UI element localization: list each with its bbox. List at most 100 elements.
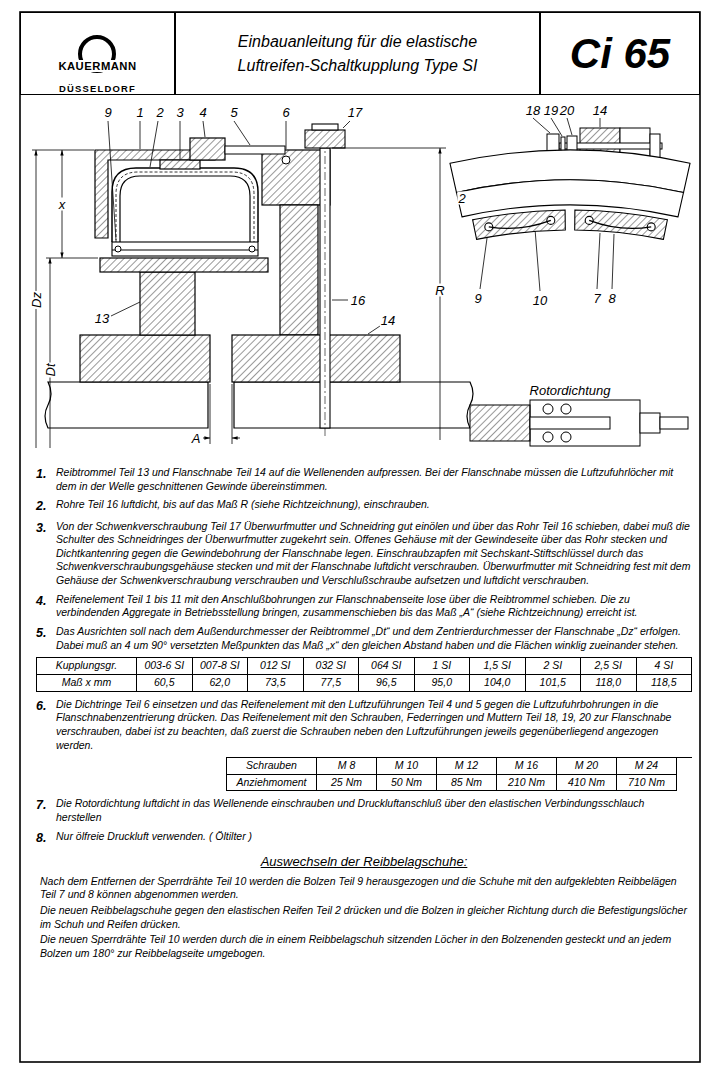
callout-number: 6: [281, 106, 290, 119]
table-cell: 4 SI: [637, 658, 693, 675]
table-cell: 104,0: [470, 675, 526, 692]
instruction-step: 8.Nur ölfreie Druckluft verwenden. ( Ölt…: [36, 830, 692, 846]
rotor-seal-detail: [660, 417, 688, 429]
step-number: 3.: [36, 520, 56, 588]
instruction-step: 4.Reifenelement Teil 1 bis 11 mit den An…: [36, 593, 692, 620]
callout-number: 10: [532, 294, 548, 307]
tire-segment-view: [450, 150, 690, 239]
table-cell: 2,5 SI: [581, 658, 637, 675]
company-name: KAUERMANN: [51, 60, 144, 72]
paragraph: Die neuen Reibbelagschuhe gegen den elas…: [40, 904, 692, 931]
shoe-bolt: [249, 246, 255, 252]
table-cell: 96,5: [359, 675, 415, 692]
air-tire: [116, 172, 254, 242]
callout-number: 19: [543, 104, 559, 117]
table-cell: 007-8 SI: [193, 658, 249, 675]
leader-line: [551, 118, 562, 136]
air-tube: [320, 140, 330, 436]
paragraph: Nach dem Entfernen der Sperrdrähte Teil …: [40, 875, 692, 902]
table-cell: 118,0: [581, 675, 637, 692]
table-cell: 003-6 SI: [137, 658, 193, 675]
friction-drum: [100, 258, 268, 272]
detail-title: Rotordichtung: [529, 384, 612, 397]
dimension-label: Dt: [44, 363, 57, 378]
callout-number: 18: [525, 104, 541, 117]
tire-segment-view: [489, 220, 551, 228]
table-cell: 101,5: [526, 675, 582, 692]
rotor-seal-detail: [561, 404, 571, 414]
tire-segment-view: [473, 210, 566, 239]
leader-line: [533, 118, 550, 133]
table-cell: M 16: [497, 758, 557, 775]
air-tire: [112, 168, 258, 242]
air-tube: [325, 140, 326, 436]
table-cell: 62,0: [193, 675, 249, 692]
section-heading: Auswechseln der Reibbelagschuhe:: [36, 854, 692, 871]
leader-line: [108, 121, 116, 240]
callout-number: 8: [607, 292, 616, 305]
friction-shoe: [112, 242, 258, 256]
shoe-bolt: [115, 246, 255, 252]
dimension-line: [232, 438, 240, 439]
company-city: DÜSSELDORF: [21, 83, 174, 94]
callout-number: 9: [103, 106, 112, 119]
callout-number: 20: [559, 104, 575, 117]
air-feed: [282, 156, 290, 164]
instruction-step: 2.Rohre Teil 16 luftdicht, bis auf das M…: [36, 498, 692, 514]
instruction-text: Rohre Teil 16 luftdicht, bis auf das Maß…: [56, 498, 692, 514]
callout-number: 2: [457, 192, 466, 205]
dimension-line: [232, 384, 233, 444]
swivel-fitting: [312, 124, 338, 130]
table-cell: Kupplungsgr.: [37, 658, 137, 675]
rotor-seal-detail: [640, 413, 660, 433]
sheet-title: Einbauanleitung für die elastische Luftr…: [208, 30, 508, 76]
flange-hub: [280, 205, 318, 335]
table-cell: 710 Nm: [617, 775, 677, 792]
leader-line: [480, 231, 488, 289]
table-cell: 012 SI: [248, 658, 304, 675]
friction-drum: [140, 272, 195, 335]
shoe-bolt: [115, 246, 121, 252]
leader-line: [567, 118, 572, 135]
swivel-fitting: [305, 130, 345, 148]
rotor-seal-detail: [543, 404, 553, 414]
instruction-step: 7.Die Rotordichtung luftdicht in das Wel…: [36, 797, 692, 824]
rotor-seal-detail: [543, 432, 553, 442]
leader-line: [597, 233, 600, 289]
rotor-seal-detail: [530, 417, 610, 429]
dimension-label: A: [191, 432, 202, 445]
air-tire: [120, 176, 250, 242]
dimension-line: [32, 150, 94, 151]
instruction-step: 3.Von der Schwenkverschraubung Teil 17 Ü…: [36, 520, 692, 588]
friction-shoe: [112, 242, 258, 256]
callout-number: 7: [592, 292, 601, 305]
leader-line: [203, 121, 205, 137]
table-cell: 25 Nm: [317, 775, 377, 792]
table-cell: M 20: [557, 758, 617, 775]
instruction-text: Die Rotordichtung luftdicht in das Welle…: [56, 797, 692, 824]
logo-box: KAUERMANN DÜSSELDORF: [20, 12, 175, 95]
dimension-line: [46, 258, 98, 259]
rotor-seal-detail: [530, 400, 640, 446]
table-cell: 2 SI: [526, 658, 582, 675]
flange-hub: [232, 150, 400, 382]
tire-housing: [190, 138, 225, 160]
table-cell: 032 SI: [304, 658, 360, 675]
table-cell: 85 Nm: [437, 775, 497, 792]
callout-number: 2: [155, 106, 164, 119]
leader-line: [286, 121, 287, 149]
step-number: 7.: [36, 797, 56, 824]
step-number: 6.: [36, 698, 56, 753]
sheet-number: Ci 65: [570, 30, 670, 78]
flange-hub: [232, 335, 400, 382]
instruction-text: Von der Schwenkverschraubung Teil 17 Übe…: [56, 520, 692, 588]
leader-line: [332, 300, 348, 301]
step-number: 4.: [36, 593, 56, 620]
table-cell: M 10: [377, 758, 437, 775]
dimension-line: [210, 384, 211, 444]
friction-drum: [80, 335, 210, 382]
leader-line: [111, 302, 140, 316]
callout-number: 4: [198, 106, 207, 119]
leader-line: [234, 121, 250, 145]
